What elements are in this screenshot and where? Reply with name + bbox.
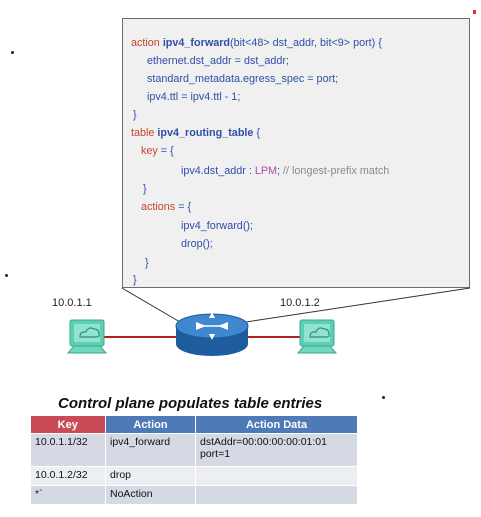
table-row: 10.0.1.1/32 ipv4_forward dstAddr=00:00:0… bbox=[30, 433, 358, 467]
control-plane-caption: Control plane populates table entries bbox=[58, 395, 323, 412]
control-plane-table: Key Action Action Data 10.0.1.1/32 ipv4_… bbox=[30, 416, 358, 505]
action-data-line: port=1 bbox=[200, 448, 231, 460]
brace: = { bbox=[175, 201, 192, 213]
network-topology bbox=[66, 287, 471, 356]
code-actions-item: ipv4_forward(); bbox=[181, 220, 254, 232]
header-action-data: Action Data bbox=[195, 416, 358, 434]
code-body-line: ipv4.ttl = ipv4.ttl - 1; bbox=[147, 91, 241, 103]
code-key-field: ipv4.dst_addr : LPM; // longest-prefix m… bbox=[181, 165, 389, 178]
host-left-icon bbox=[66, 319, 108, 354]
action-params: (bit<48> dst_addr, bit<9> port) { bbox=[230, 37, 382, 49]
table-header-row: Key Action Action Data bbox=[30, 416, 358, 434]
cell-key: *` bbox=[30, 485, 106, 505]
code-brace: } bbox=[145, 257, 149, 269]
red-mark bbox=[473, 10, 476, 14]
stray-dot bbox=[5, 274, 8, 277]
code-body-line: ethernet.dst_addr = dst_addr; bbox=[147, 55, 289, 67]
header-key: Key bbox=[30, 416, 106, 434]
zoom-line-left bbox=[121, 287, 181, 323]
cell-key: 10.0.1.1/32 bbox=[30, 433, 106, 467]
action-data-line: dstAddr=00:00:00:00:01:01 bbox=[200, 436, 327, 448]
code-actions-decl: actions = { bbox=[141, 201, 191, 214]
stray-dot bbox=[382, 396, 385, 399]
header-action: Action bbox=[105, 416, 196, 434]
code-brace: } bbox=[143, 183, 147, 195]
keyword-actions: actions bbox=[141, 201, 176, 213]
stray-dot bbox=[11, 51, 14, 54]
keyword-table: table bbox=[131, 127, 155, 139]
cell-action: drop bbox=[105, 466, 196, 486]
keyword-key: key bbox=[141, 145, 158, 157]
brace: { bbox=[253, 127, 261, 139]
semicolon: ; bbox=[277, 165, 284, 177]
cell-action-data bbox=[195, 466, 358, 486]
host-left-ip: 10.0.1.1 bbox=[52, 297, 92, 309]
code-body-line: standard_metadata.egress_spec = port; bbox=[147, 73, 339, 85]
cell-key: 10.0.1.2/32 bbox=[30, 466, 106, 486]
cell-action: NoAction bbox=[105, 485, 196, 505]
cell-action: ipv4_forward bbox=[105, 433, 196, 467]
code-brace: } bbox=[133, 109, 137, 121]
code-key-decl: key = { bbox=[141, 145, 174, 158]
match-kind: LPM bbox=[254, 165, 278, 177]
table-row: 10.0.1.2/32 drop bbox=[30, 466, 358, 486]
router-icon bbox=[175, 312, 249, 356]
brace: = { bbox=[157, 145, 174, 157]
action-name: ipv4_forward bbox=[162, 37, 231, 49]
table-name: ipv4_routing_table bbox=[157, 127, 254, 139]
code-action-decl: action ipv4_forward(bit<48> dst_addr, bi… bbox=[131, 37, 382, 50]
host-right-ip: 10.0.1.2 bbox=[280, 297, 320, 309]
host-right-icon bbox=[296, 319, 338, 354]
cell-action-data bbox=[195, 485, 358, 505]
key-field: ipv4.dst_addr : bbox=[181, 165, 255, 177]
code-comment: // longest-prefix match bbox=[283, 165, 390, 177]
code-brace: } bbox=[133, 274, 137, 286]
cell-action-data: dstAddr=00:00:00:00:01:01 port=1 bbox=[195, 433, 358, 467]
code-actions-item: drop(); bbox=[181, 238, 213, 250]
table-row: *` NoAction bbox=[30, 485, 358, 505]
p4-code-panel: action ipv4_forward(bit<48> dst_addr, bi… bbox=[122, 18, 470, 288]
code-table-decl: table ipv4_routing_table { bbox=[131, 127, 260, 140]
keyword-action: action bbox=[131, 37, 160, 49]
zoom-line-right bbox=[245, 287, 471, 323]
